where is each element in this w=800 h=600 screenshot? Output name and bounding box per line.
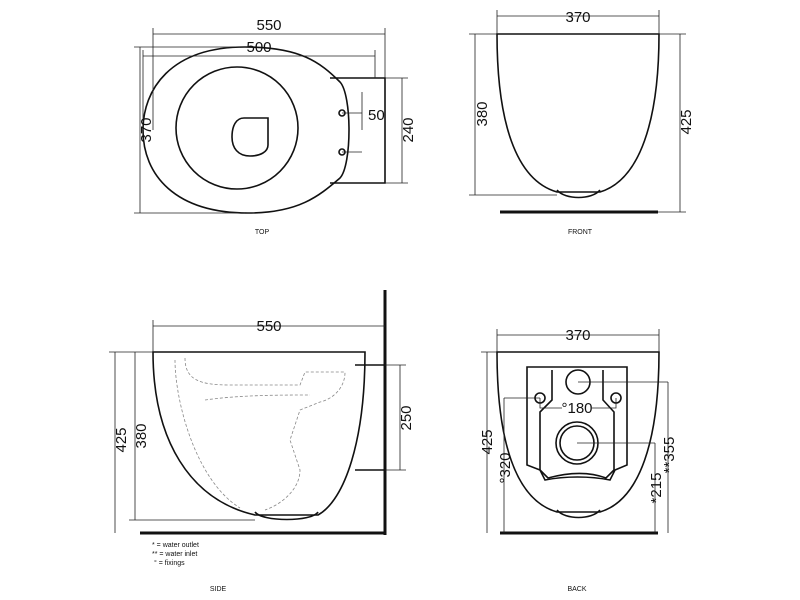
side-internal-trap bbox=[174, 357, 346, 511]
top-bowl-outline bbox=[142, 46, 350, 214]
back-dim-inlet-355: **355 bbox=[661, 437, 678, 474]
back-dim-fixings-320: °320 bbox=[497, 452, 514, 483]
back-dim-outlet-215: *215 bbox=[648, 473, 665, 504]
front-view-label: FRONT bbox=[568, 229, 593, 236]
legend-item: ** = water inlet bbox=[152, 551, 197, 558]
back-inner-plate bbox=[539, 370, 615, 479]
side-mount-plate bbox=[355, 364, 385, 471]
side-view-label: SIDE bbox=[210, 586, 227, 593]
top-rim-circle bbox=[175, 66, 299, 190]
legend-item: * = water outlet bbox=[152, 542, 199, 549]
front-dim-370: 370 bbox=[565, 9, 590, 26]
side-dim-550: 550 bbox=[256, 318, 281, 335]
top-dim-50: 50 bbox=[368, 107, 385, 124]
legend-item: ° = fixings bbox=[154, 559, 185, 567]
front-dim-380: 380 bbox=[474, 101, 491, 126]
top-bowl-opening bbox=[231, 117, 269, 157]
side-bowl-outline bbox=[152, 351, 366, 516]
top-dim-370: 370 bbox=[138, 117, 155, 142]
side-view: 550 380 425 250 * = water outlet ** = wa… bbox=[109, 290, 415, 593]
front-view: 370 380 425 FRONT bbox=[469, 9, 695, 236]
top-dim-500: 500 bbox=[246, 39, 271, 56]
side-outlet-bottom bbox=[254, 511, 319, 521]
back-view-label: BACK bbox=[567, 586, 586, 593]
top-mount-plate bbox=[330, 77, 386, 184]
side-dim-425: 425 bbox=[113, 427, 130, 452]
top-dim-240: 240 bbox=[400, 117, 417, 142]
back-mount-plate bbox=[526, 366, 628, 481]
side-dim-250: 250 bbox=[398, 405, 415, 430]
back-dim-370: 370 bbox=[565, 327, 590, 344]
top-view: 550 500 370 50 240 TOP bbox=[134, 17, 417, 236]
front-bowl-outline bbox=[496, 33, 660, 193]
top-view-label: TOP bbox=[255, 229, 270, 236]
side-dim-380: 380 bbox=[133, 423, 150, 448]
back-view: 370 °180 425 °320 *215 **355 BACK bbox=[479, 327, 678, 593]
back-bowl-outline bbox=[496, 351, 660, 513]
front-outlet-bottom bbox=[556, 189, 601, 199]
back-outlet-bottom bbox=[556, 509, 601, 519]
front-dim-425: 425 bbox=[678, 109, 695, 134]
top-dim-550: 550 bbox=[256, 17, 281, 34]
back-dim-fixings-180: °180 bbox=[561, 400, 592, 417]
back-dim-425: 425 bbox=[479, 429, 496, 454]
